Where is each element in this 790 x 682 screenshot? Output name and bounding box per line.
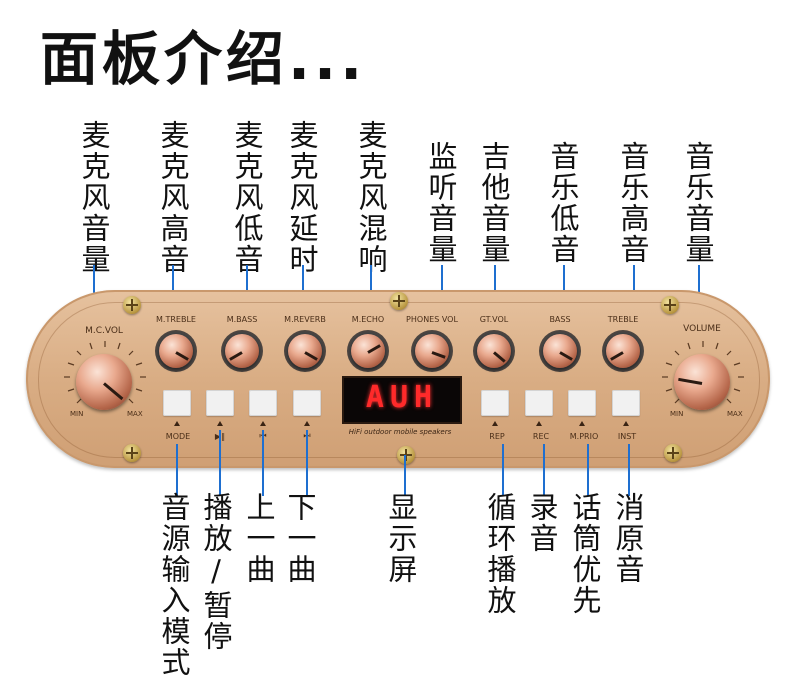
knob-label-m-treble: M.TREBLE bbox=[156, 315, 196, 324]
label-mic-delay: 麦克风延时 bbox=[285, 120, 319, 275]
knob-label-phones-vol: PHONES VOL bbox=[406, 315, 458, 324]
record-button[interactable] bbox=[525, 390, 553, 416]
mic-priority-button[interactable] bbox=[568, 390, 596, 416]
play-pause-button[interactable] bbox=[206, 390, 234, 416]
knob-label-m-echo: M.ECHO bbox=[351, 315, 385, 324]
arrow-up-icon bbox=[536, 421, 542, 426]
label-music-volume: 音乐音量 bbox=[681, 141, 715, 265]
arrow-up-icon bbox=[579, 421, 585, 426]
prev-track-button[interactable] bbox=[249, 390, 277, 416]
knob-label-mic-vol: M.C.VOL bbox=[85, 326, 123, 336]
arrow-up-icon bbox=[174, 421, 180, 426]
m-prio-label: M.PRIO bbox=[569, 432, 599, 441]
screw-icon bbox=[123, 444, 141, 462]
label-vocal-remove: 消原音 bbox=[611, 492, 645, 585]
mic-treble-knob[interactable] bbox=[159, 334, 193, 368]
label-mic-echo: 麦克风混响 bbox=[354, 120, 388, 275]
inst-label: INST bbox=[617, 432, 637, 441]
page-title: 面板介绍... bbox=[40, 25, 367, 93]
label-record: 录音 bbox=[525, 492, 559, 554]
screw-icon bbox=[661, 296, 679, 314]
arrow-up-icon bbox=[260, 421, 266, 426]
guitar-volume-knob[interactable] bbox=[477, 334, 511, 368]
rec-label: REC bbox=[532, 432, 550, 441]
screw-icon bbox=[397, 446, 415, 464]
label-mic-priority: 话筒优先 bbox=[568, 492, 602, 616]
knob-label-volume: VOLUME bbox=[683, 324, 721, 334]
arrow-up-icon bbox=[217, 421, 223, 426]
monitor-volume-knob[interactable] bbox=[415, 334, 449, 368]
rep-label: REP bbox=[489, 432, 505, 441]
arrow-up-icon bbox=[623, 421, 629, 426]
tagline: HiFi outdoor mobile speakers bbox=[348, 428, 452, 436]
screw-icon bbox=[664, 444, 682, 462]
label-mic-bass: 麦克风低音 bbox=[230, 120, 264, 275]
knob-label-bass: BASS bbox=[549, 315, 571, 324]
pointer-line bbox=[587, 444, 589, 496]
min-label: MIN bbox=[670, 410, 684, 418]
music-volume-knob[interactable] bbox=[674, 354, 730, 410]
pointer-line bbox=[176, 444, 178, 496]
knob-label-m-bass: M.BASS bbox=[226, 315, 258, 324]
pointer-line bbox=[219, 430, 221, 496]
mic-volume-knob[interactable] bbox=[76, 354, 132, 410]
pointer-line bbox=[262, 430, 264, 496]
knob-label-m-reverb: M.REVERB bbox=[284, 315, 326, 324]
knob-scale bbox=[64, 341, 146, 404]
mic-bass-knob[interactable] bbox=[225, 334, 259, 368]
label-next-track: 下一曲 bbox=[283, 492, 317, 585]
label-monitor-volume: 监听音量 bbox=[424, 141, 458, 265]
pointer-line bbox=[502, 444, 504, 496]
knob-label-gt-vol: GT.VOL bbox=[479, 315, 509, 324]
pointer-line bbox=[306, 430, 308, 496]
pointer-line bbox=[543, 444, 545, 496]
label-play-pause: 播放/暂停 bbox=[199, 492, 233, 652]
pointer-line bbox=[628, 444, 630, 496]
screw-icon bbox=[390, 292, 408, 310]
label-guitar-volume: 吉他音量 bbox=[477, 141, 511, 265]
led-display: AUH bbox=[342, 376, 462, 424]
display-digits: AUH bbox=[365, 380, 439, 415]
mode-label: MODE bbox=[165, 432, 191, 441]
label-display: 显示屏 bbox=[384, 492, 418, 585]
mic-delay-knob[interactable] bbox=[288, 334, 322, 368]
label-music-treble: 音乐高音 bbox=[616, 141, 650, 265]
repeat-button[interactable] bbox=[481, 390, 509, 416]
label-mic-volume: 麦克风音量 bbox=[77, 120, 111, 275]
label-repeat: 循环播放 bbox=[483, 492, 517, 616]
min-label: MIN bbox=[70, 410, 84, 418]
arrow-up-icon bbox=[304, 421, 310, 426]
knob-scale bbox=[662, 341, 744, 404]
next-track-button[interactable] bbox=[293, 390, 321, 416]
label-source-mode: 音源输入模式 bbox=[157, 492, 191, 678]
screw-icon bbox=[123, 296, 141, 314]
arrow-up-icon bbox=[492, 421, 498, 426]
mode-button[interactable] bbox=[163, 390, 191, 416]
music-bass-knob[interactable] bbox=[543, 334, 577, 368]
max-label: MAX bbox=[127, 410, 143, 418]
label-mic-treble: 麦克风高音 bbox=[156, 120, 190, 275]
music-treble-knob[interactable] bbox=[606, 334, 640, 368]
max-label: MAX bbox=[727, 410, 743, 418]
mic-echo-knob[interactable] bbox=[351, 334, 385, 368]
label-music-bass: 音乐低音 bbox=[546, 141, 580, 265]
knob-label-treble: TREBLE bbox=[607, 315, 639, 324]
label-prev-track: 上一曲 bbox=[242, 492, 276, 585]
vocal-remove-button[interactable] bbox=[612, 390, 640, 416]
pointer-line bbox=[404, 455, 406, 496]
